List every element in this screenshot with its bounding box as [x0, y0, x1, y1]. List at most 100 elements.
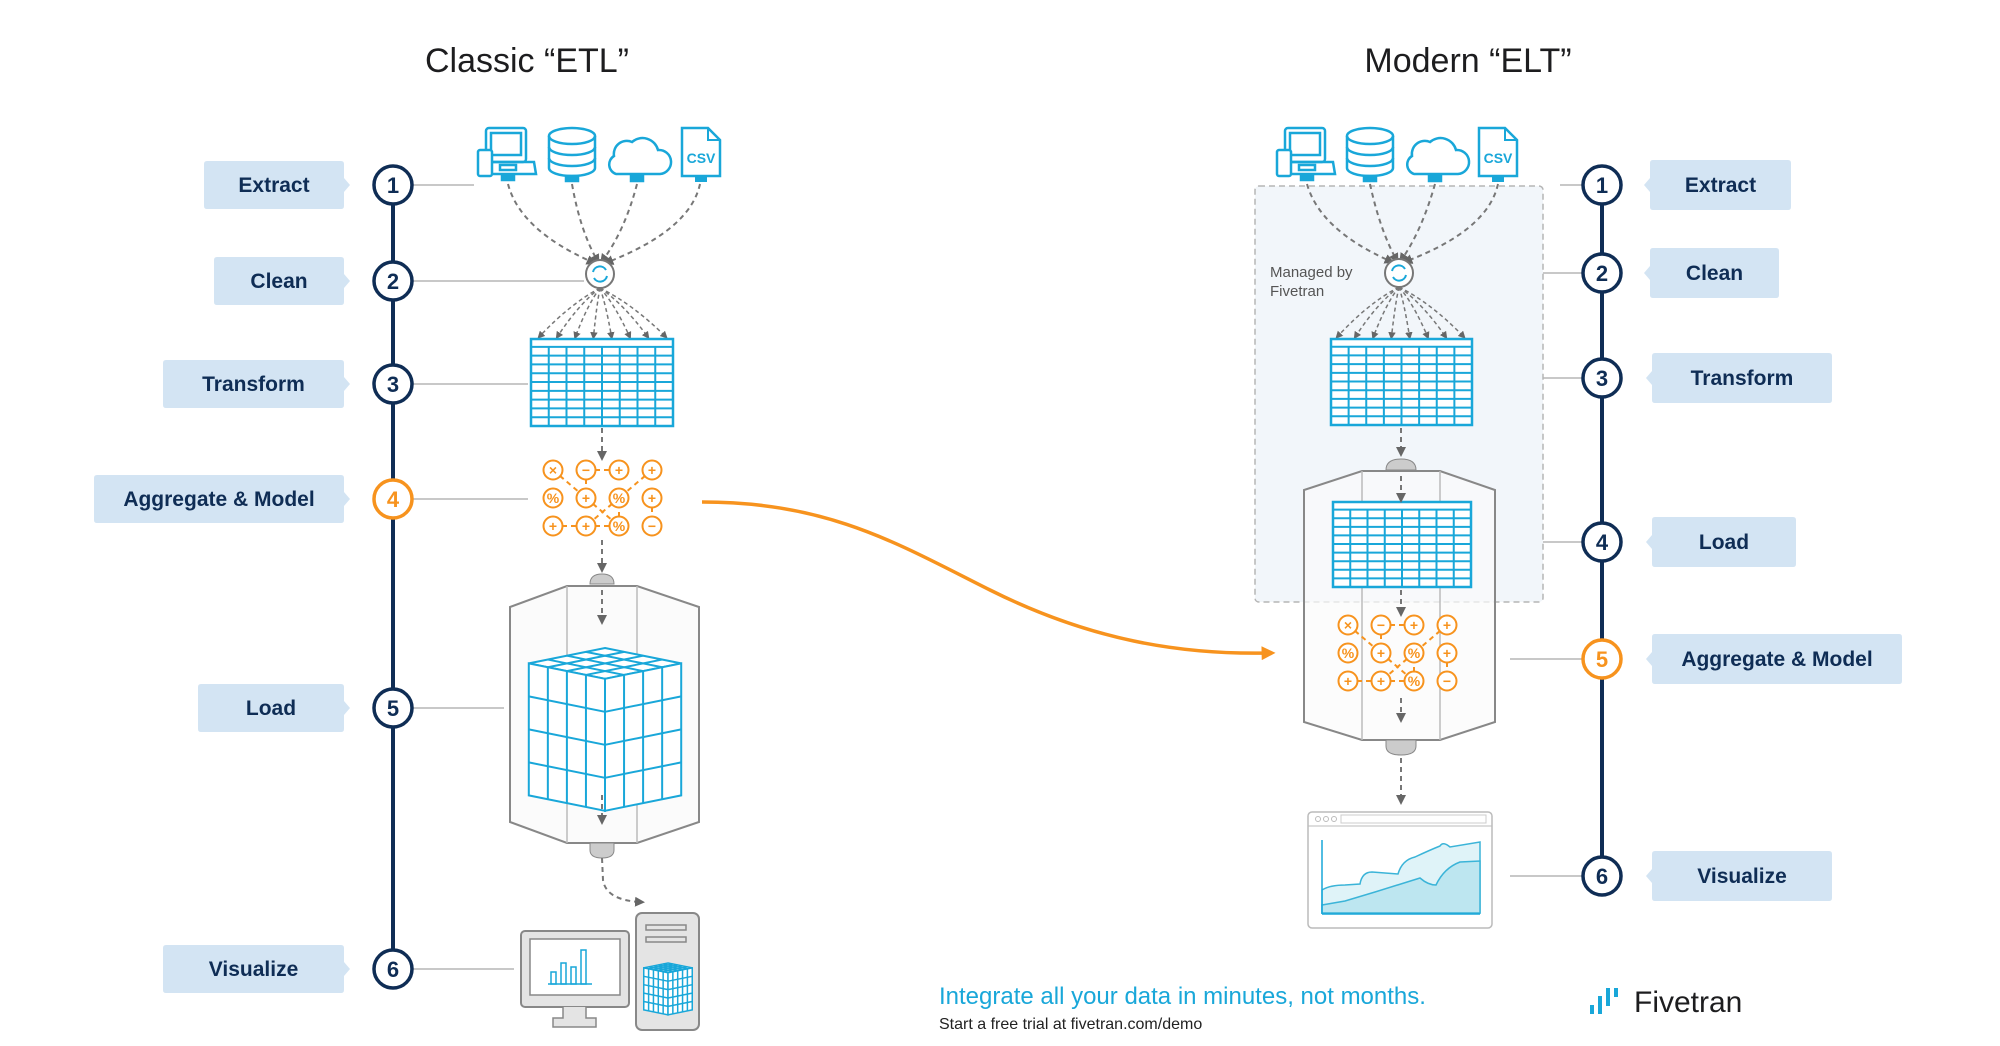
- operator-node: %: [1337, 642, 1359, 664]
- fan-arrow: [1335, 286, 1400, 339]
- operator-node: −: [575, 459, 597, 481]
- step-number-circle: [1581, 521, 1623, 563]
- step-label-box: [214, 257, 350, 305]
- operator-node: −: [1370, 614, 1392, 636]
- step-number: 3: [387, 372, 399, 397]
- desktop-computer-icon: [520, 930, 630, 1028]
- operator-symbol: +: [1410, 617, 1418, 633]
- step-number-circle: [372, 478, 414, 520]
- step-number: 2: [1596, 261, 1608, 286]
- operator-node: %: [608, 487, 630, 509]
- step-number: 4: [1596, 530, 1609, 555]
- operator-node: %: [1403, 670, 1425, 692]
- csv-file-icon: CSV: [1477, 126, 1519, 182]
- step-number-circle: [372, 687, 414, 729]
- operator-node: +: [1337, 670, 1359, 692]
- step-label: Extract: [238, 174, 309, 197]
- fan-arrow: [1398, 286, 1448, 340]
- operator-symbol: −: [648, 518, 656, 534]
- cloud-icon: [607, 136, 673, 183]
- step-number: 6: [387, 957, 399, 982]
- step-number-circle: [372, 363, 414, 405]
- step-label-box: [163, 360, 350, 408]
- operator-symbol: −: [582, 462, 590, 478]
- footer-subline[interactable]: Start a free trial at fivetran.com/demo: [939, 1016, 1202, 1033]
- step-label: Transform: [1691, 367, 1794, 390]
- operator-node: +: [1370, 670, 1392, 692]
- operator-symbol: +: [1377, 673, 1385, 689]
- csv-label: CSV: [687, 150, 716, 166]
- step-number: 5: [1596, 647, 1608, 672]
- operator-node: +: [575, 515, 597, 537]
- operator-node: ×: [1337, 614, 1359, 636]
- operator-symbol: +: [582, 518, 590, 534]
- step-number-circle: [1581, 252, 1623, 294]
- fan-arrow: [599, 287, 615, 340]
- cube-right: [667, 966, 693, 1016]
- operator-node: +: [641, 459, 663, 481]
- move-aggregate-arrow: [701, 500, 1276, 661]
- server-tower-icon: [635, 912, 700, 1031]
- step-number-circle: [372, 260, 414, 302]
- fan-arrow: [1398, 286, 1413, 340]
- step-label-box: [204, 161, 350, 209]
- fan-arrow: [573, 287, 601, 340]
- staging-table-icon: [1329, 337, 1474, 427]
- operator-node: +: [575, 487, 597, 509]
- operator-node: −: [641, 515, 663, 537]
- operator-node: −: [1436, 670, 1458, 692]
- step-number-circle: [1581, 855, 1623, 897]
- data-cube-icon: [527, 646, 683, 813]
- operator-node: %: [542, 487, 564, 509]
- operator-symbol: +: [1344, 673, 1352, 689]
- operator-symbol: %: [613, 490, 626, 506]
- operator-node: +: [1370, 642, 1392, 664]
- clean-to-table-arrows: [537, 287, 668, 340]
- operator-symbol: %: [547, 490, 560, 506]
- fan-arrow: [1388, 286, 1400, 340]
- step-label: Transform: [202, 373, 305, 396]
- aggregate-operators: ×−++%+%+++%−: [542, 459, 663, 537]
- loaded-table-icon: [1331, 500, 1473, 589]
- operator-node: +: [542, 515, 564, 537]
- mini-cube-icon: [643, 962, 693, 1016]
- elt-title: Modern “ELT”: [1364, 42, 1571, 80]
- footer-tagline[interactable]: Integrate all your data in minutes, not …: [939, 983, 1426, 1010]
- operator-node: %: [608, 515, 630, 537]
- cloud-icon: [1405, 136, 1471, 183]
- operator-symbol: +: [615, 462, 623, 478]
- etl-flow: CSV ×−++%+%+++%−: [476, 126, 722, 1031]
- operator-symbol: %: [1342, 645, 1355, 661]
- operator-symbol: +: [1443, 617, 1451, 633]
- fivetran-logo[interactable]: Fivetran: [1590, 986, 1742, 1019]
- elt-flow: CSV ×−++%+%+++%−: [1275, 126, 1519, 929]
- step-label: Visualize: [209, 958, 299, 981]
- step-label-box: [1646, 851, 1832, 901]
- step-number-circle: [1581, 164, 1623, 206]
- step-label: Clean: [250, 270, 307, 293]
- fan-arrow: [1398, 286, 1466, 339]
- step-number-circle: [372, 948, 414, 990]
- operator-node: +: [1436, 642, 1458, 664]
- managed-label-line2: Fivetran: [1270, 283, 1324, 300]
- step-label-box: [1644, 160, 1791, 210]
- fivetran-logo-mark-icon: [1590, 988, 1618, 1014]
- operator-symbol: %: [1408, 645, 1421, 661]
- database-icon: [1345, 126, 1395, 183]
- clean-sync-icon: [585, 259, 615, 289]
- operator-node: %: [1403, 642, 1425, 664]
- extract-flow-arrows: [507, 183, 701, 265]
- step-number-circle: [372, 164, 414, 206]
- laptop-mobile-icon: [1275, 126, 1337, 182]
- staging-table-icon: [529, 337, 675, 428]
- fan-arrow: [1398, 286, 1430, 340]
- operator-node: +: [1436, 614, 1458, 636]
